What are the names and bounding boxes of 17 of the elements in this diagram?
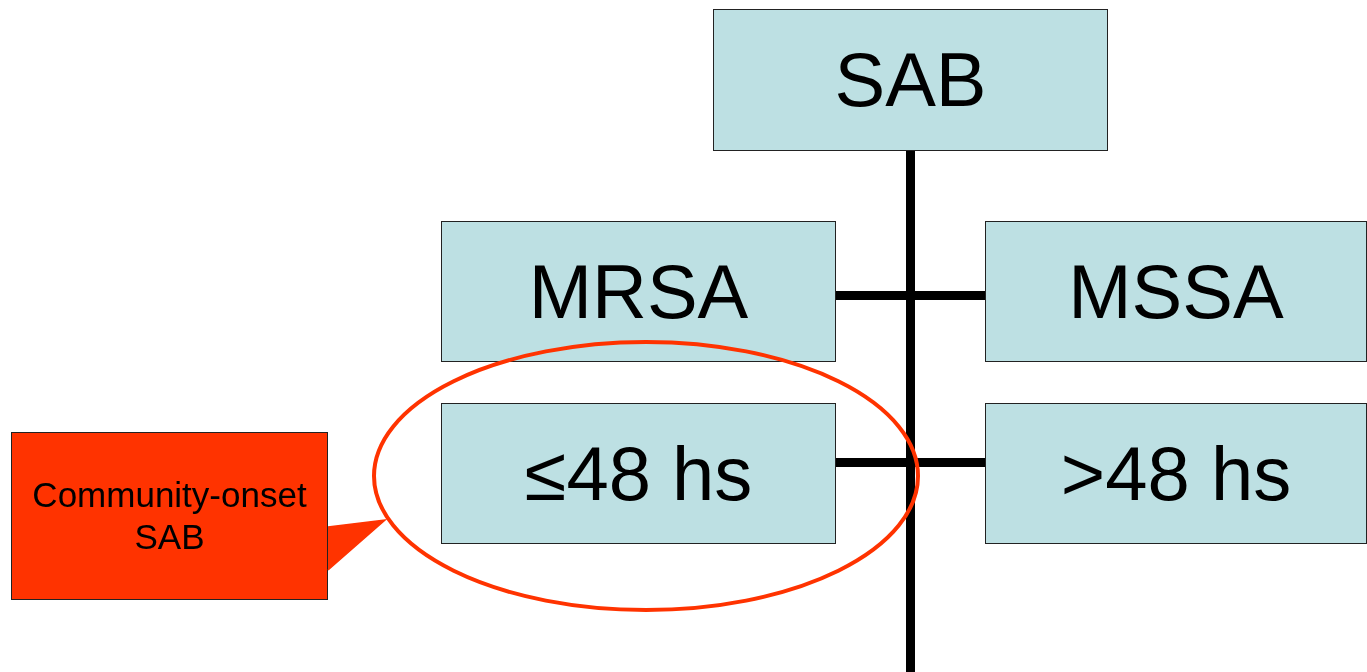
- callout-pointer: [327, 518, 388, 571]
- box-label: SAB: [833, 36, 988, 125]
- connector-line: [836, 458, 985, 467]
- category-box: [713, 9, 1108, 151]
- category-box: [985, 221, 1367, 362]
- box-label: >48 hs: [1059, 429, 1293, 518]
- box-label: ≤48 hs: [523, 429, 754, 518]
- category-box: [441, 221, 836, 362]
- category-box: [985, 403, 1367, 544]
- category-box: [441, 403, 836, 544]
- callout-box: [11, 432, 328, 600]
- box-label: MRSA: [527, 247, 750, 336]
- connector-line: [836, 291, 985, 300]
- connector-line: [906, 151, 915, 672]
- callout-text: Community-onset SAB: [31, 474, 308, 558]
- box-label: MSSA: [1067, 247, 1285, 336]
- highlight-ellipse: [372, 340, 920, 612]
